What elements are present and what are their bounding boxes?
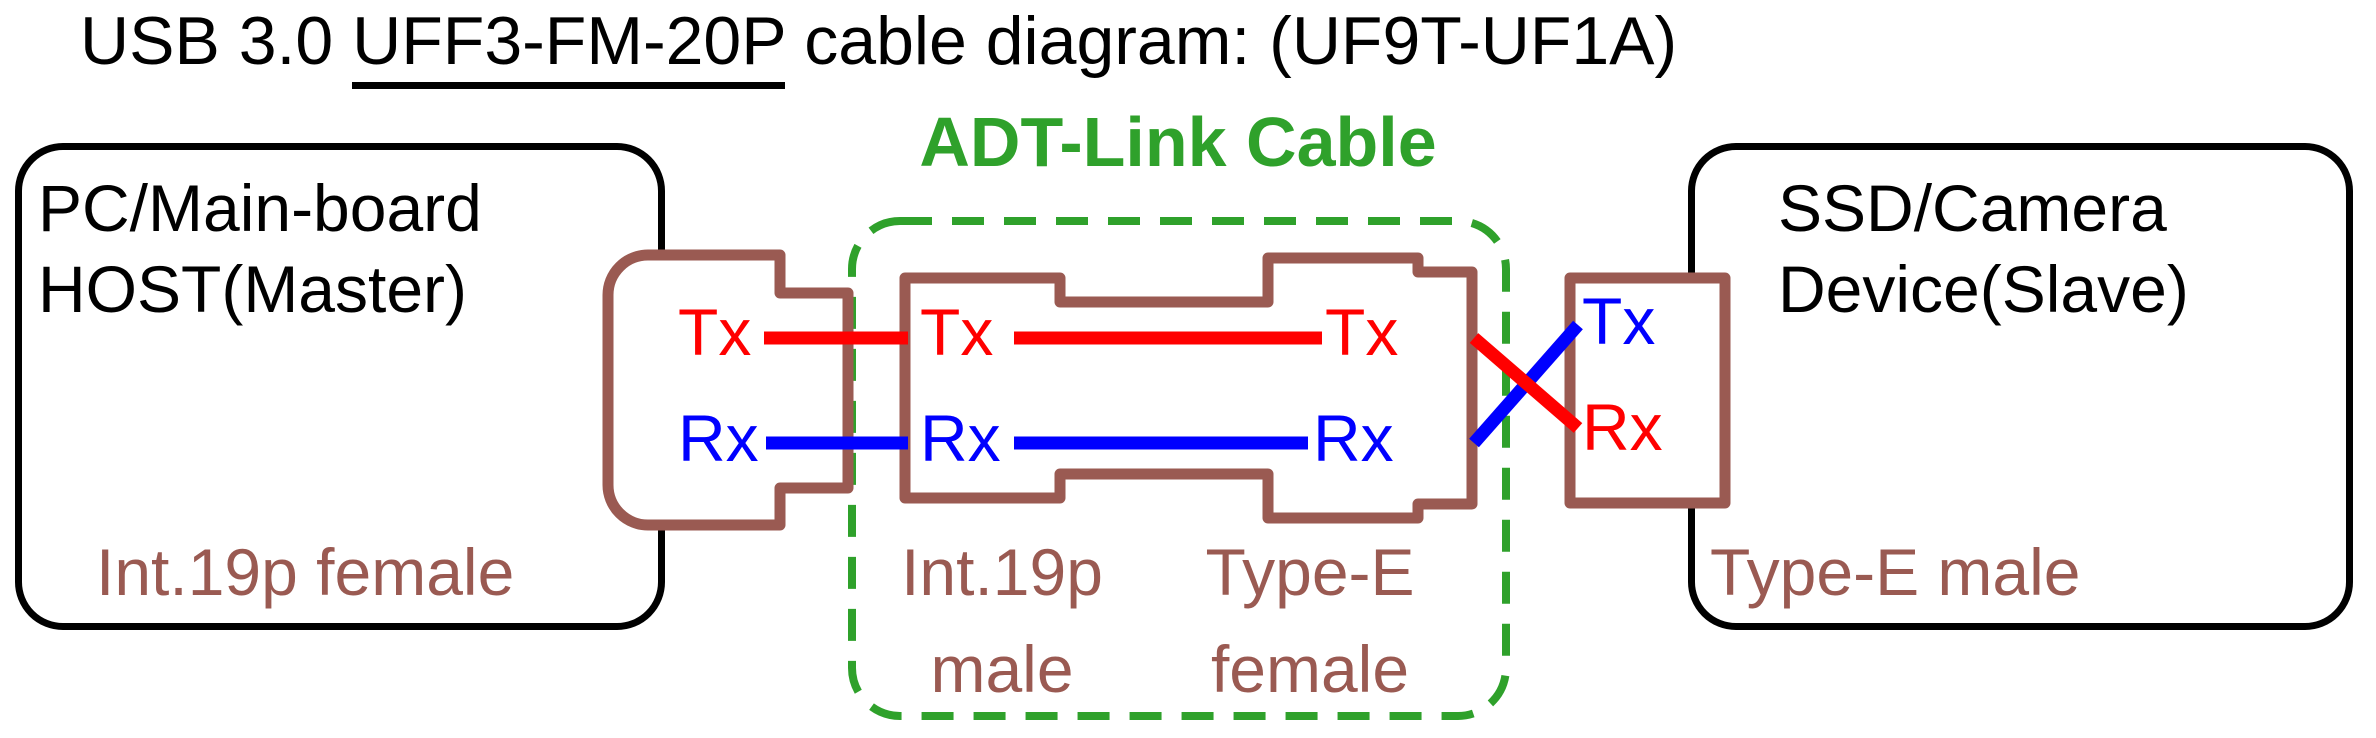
cable-right-tx-label: Tx [1325, 295, 1399, 369]
device-name: SSD/Camera Device(Slave) [1778, 168, 2189, 330]
cable-right-rx-label: Rx [1313, 401, 1394, 475]
cable-left-connector-caption: Int.19p male [862, 524, 1142, 718]
cable-left-tx-label: Tx [920, 295, 994, 369]
host-tx-label: Tx [678, 295, 752, 369]
cable-left-connector-caption-line1: Int.19p [901, 535, 1103, 609]
title-model-underlined: UFF3-FM-20P [352, 3, 786, 89]
device-rx-label: Rx [1582, 390, 1663, 464]
title-prefix: USB 3.0 [80, 3, 353, 79]
cable-right-connector-caption-line1: Type-E [1205, 535, 1415, 609]
cable-left-connector-caption-line2: male [930, 632, 1074, 706]
device-name-line1: SSD/Camera [1778, 171, 2167, 245]
device-connector-caption: Type-E male [1710, 535, 2081, 609]
cable-right-connector-caption: Type-E female [1170, 524, 1450, 718]
page-title: USB 3.0 UFF3-FM-20P cable diagram: (UF9T… [80, 2, 1678, 89]
host-name-line2: HOST(Master) [38, 252, 467, 326]
title-suffix: cable diagram: (UF9T-UF1A) [785, 3, 1678, 79]
cable-brand-label: ADT-Link Cable [919, 103, 1437, 181]
device-name-line2: Device(Slave) [1778, 252, 2189, 326]
device-connector-shape [1564, 272, 1731, 509]
host-connector-caption: Int.19p female [96, 535, 515, 609]
device-box [1688, 143, 2353, 630]
cable-left-rx-label: Rx [920, 401, 1001, 475]
device-tx-label: Tx [1582, 284, 1656, 358]
host-name: PC/Main-board HOST(Master) [38, 168, 482, 330]
host-name-line1: PC/Main-board [38, 171, 482, 245]
host-rx-label: Rx [678, 401, 759, 475]
cable-connector-shape [899, 252, 1478, 524]
crossover-tx-to-rx-wire [1469, 333, 1583, 433]
cable-right-connector-caption-line2: female [1210, 632, 1410, 706]
host-connector-shape [602, 249, 854, 531]
